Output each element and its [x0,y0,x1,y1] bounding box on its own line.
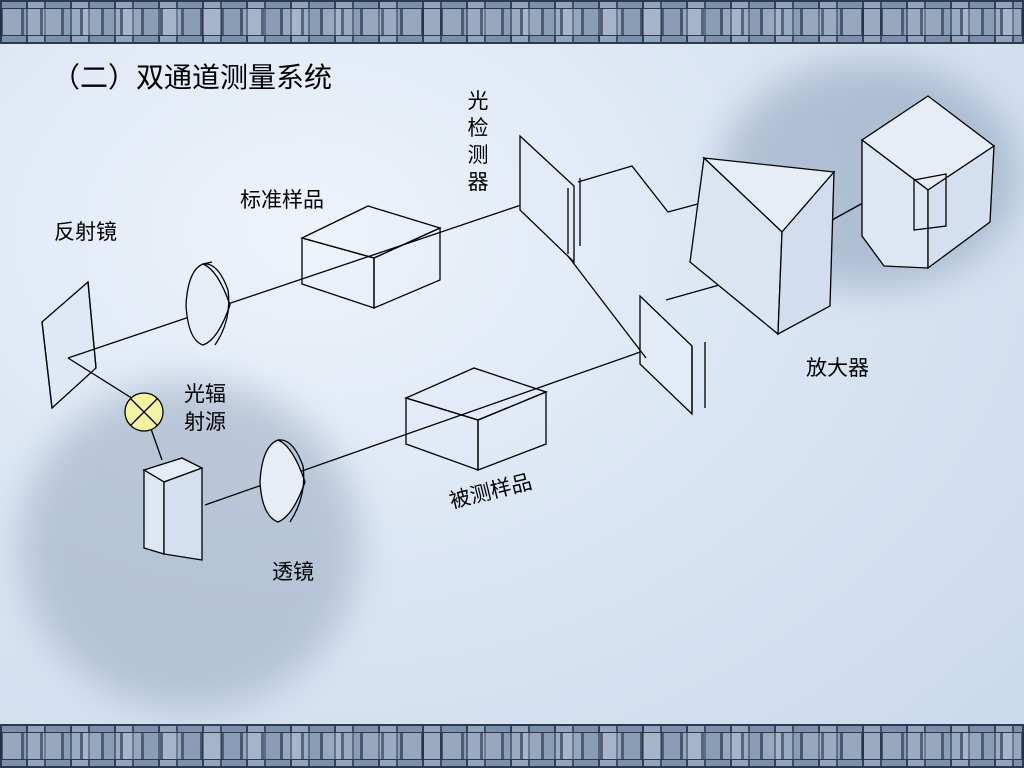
detector-upper-shape [519,134,581,264]
top-border [0,0,1024,44]
mirror-shape [41,280,97,410]
bottom-border [0,724,1024,768]
beam-source-down [149,425,163,461]
detector-lower-shape [639,294,706,416]
beam-mirror-source [67,357,139,403]
signal-upper [577,165,722,213]
source-block-shape [142,457,204,561]
cross-line [567,255,647,359]
mirror-label: 反射镜 [54,220,117,244]
light-source-icon [124,392,164,432]
lens-upper-shape [185,261,231,346]
slide-title: （二）双通道测量系统 [52,61,333,94]
tested-sample-box [404,367,548,471]
detector-label: 光检测器 [467,89,489,194]
amplifier-label: 放大器 [806,356,869,380]
lens-lower-shape [259,439,306,523]
amplifier-shape [689,156,836,336]
lens-label: 透镜 [272,560,314,584]
reference-sample-box [300,205,442,309]
reference-sample-label: 标准样品 [240,188,324,212]
source-label-line2: 射源 [184,410,226,434]
display-box [860,95,996,270]
source-label-line1: 光辐 [184,382,226,406]
beam-upper [67,201,531,359]
